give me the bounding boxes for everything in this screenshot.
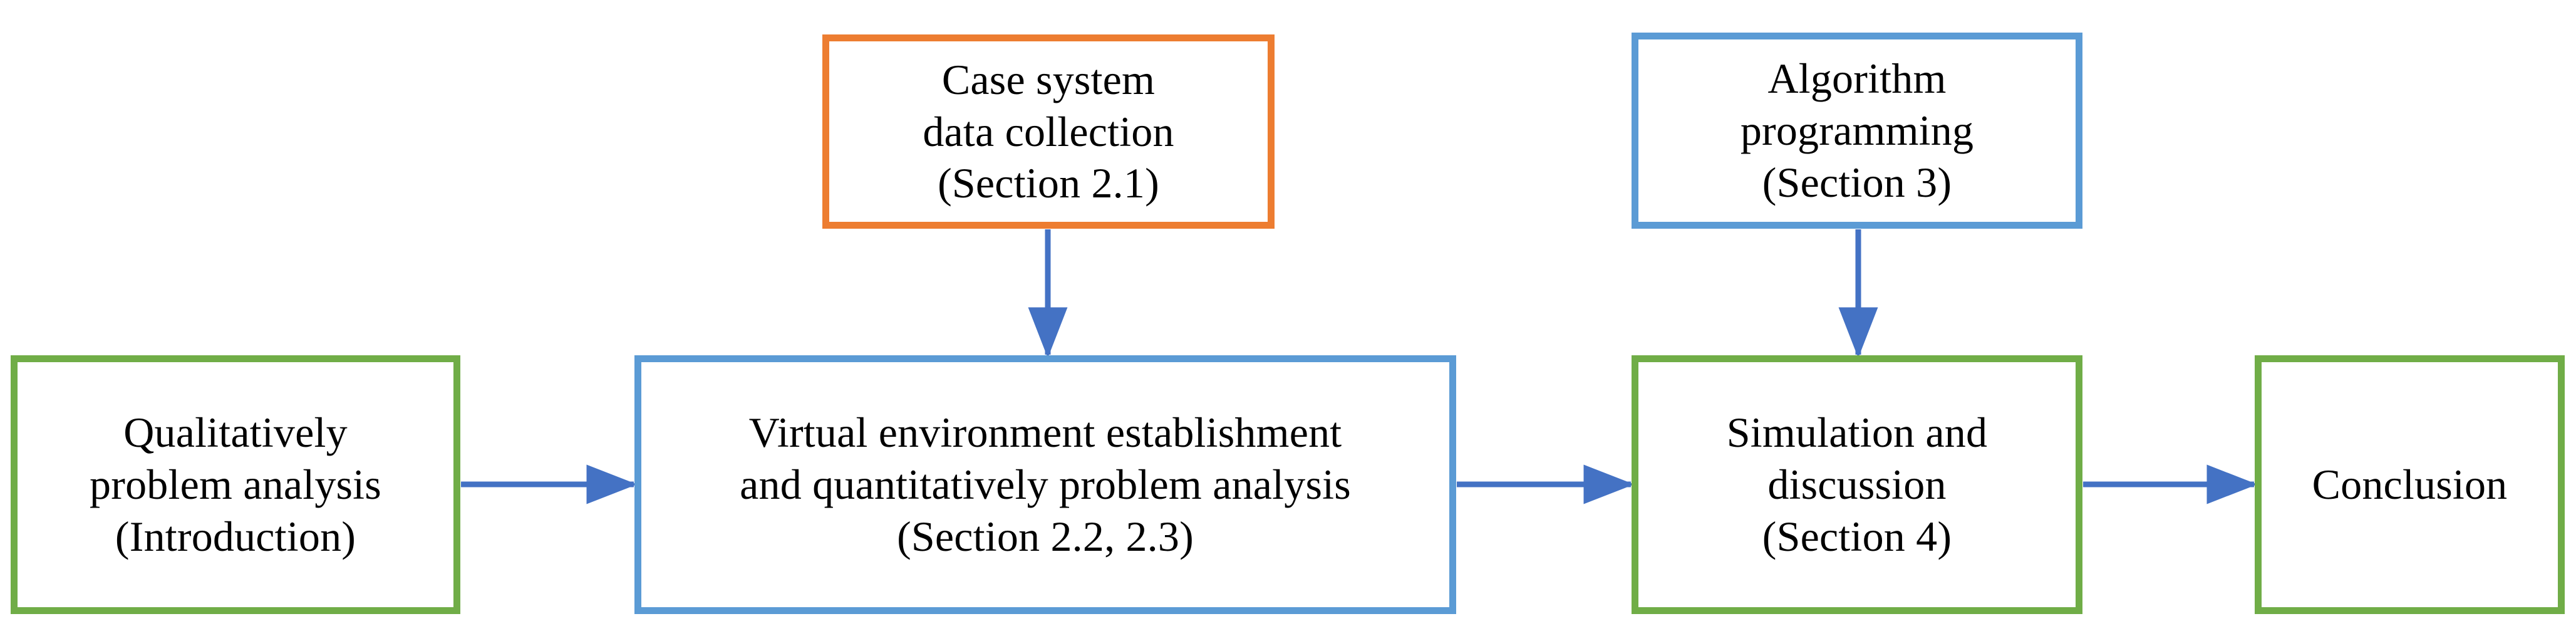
node-label: Simulation and discussion (Section 4) <box>1726 409 1988 560</box>
node-qualitatively-problem-analysis[interactable]: Qualitatively problem analysis (Introduc… <box>11 355 460 614</box>
node-label: Conclusion <box>2312 461 2508 509</box>
node-label: Qualitatively problem analysis (Introduc… <box>90 409 381 560</box>
node-simulation-and-discussion[interactable]: Simulation and discussion (Section 4) <box>1632 355 2082 614</box>
node-case-system-data-collection[interactable]: Case system data collection (Section 2.1… <box>822 34 1275 229</box>
node-conclusion[interactable]: Conclusion <box>2255 355 2565 614</box>
node-label: Algorithm programming (Section 3) <box>1740 55 1974 206</box>
node-algorithm-programming[interactable]: Algorithm programming (Section 3) <box>1632 33 2082 229</box>
node-label: Virtual environment establishment and qu… <box>740 409 1351 560</box>
node-label: Case system data collection (Section 2.1… <box>923 55 1174 207</box>
node-virtual-environment-establishment[interactable]: Virtual environment establishment and qu… <box>634 355 1456 614</box>
